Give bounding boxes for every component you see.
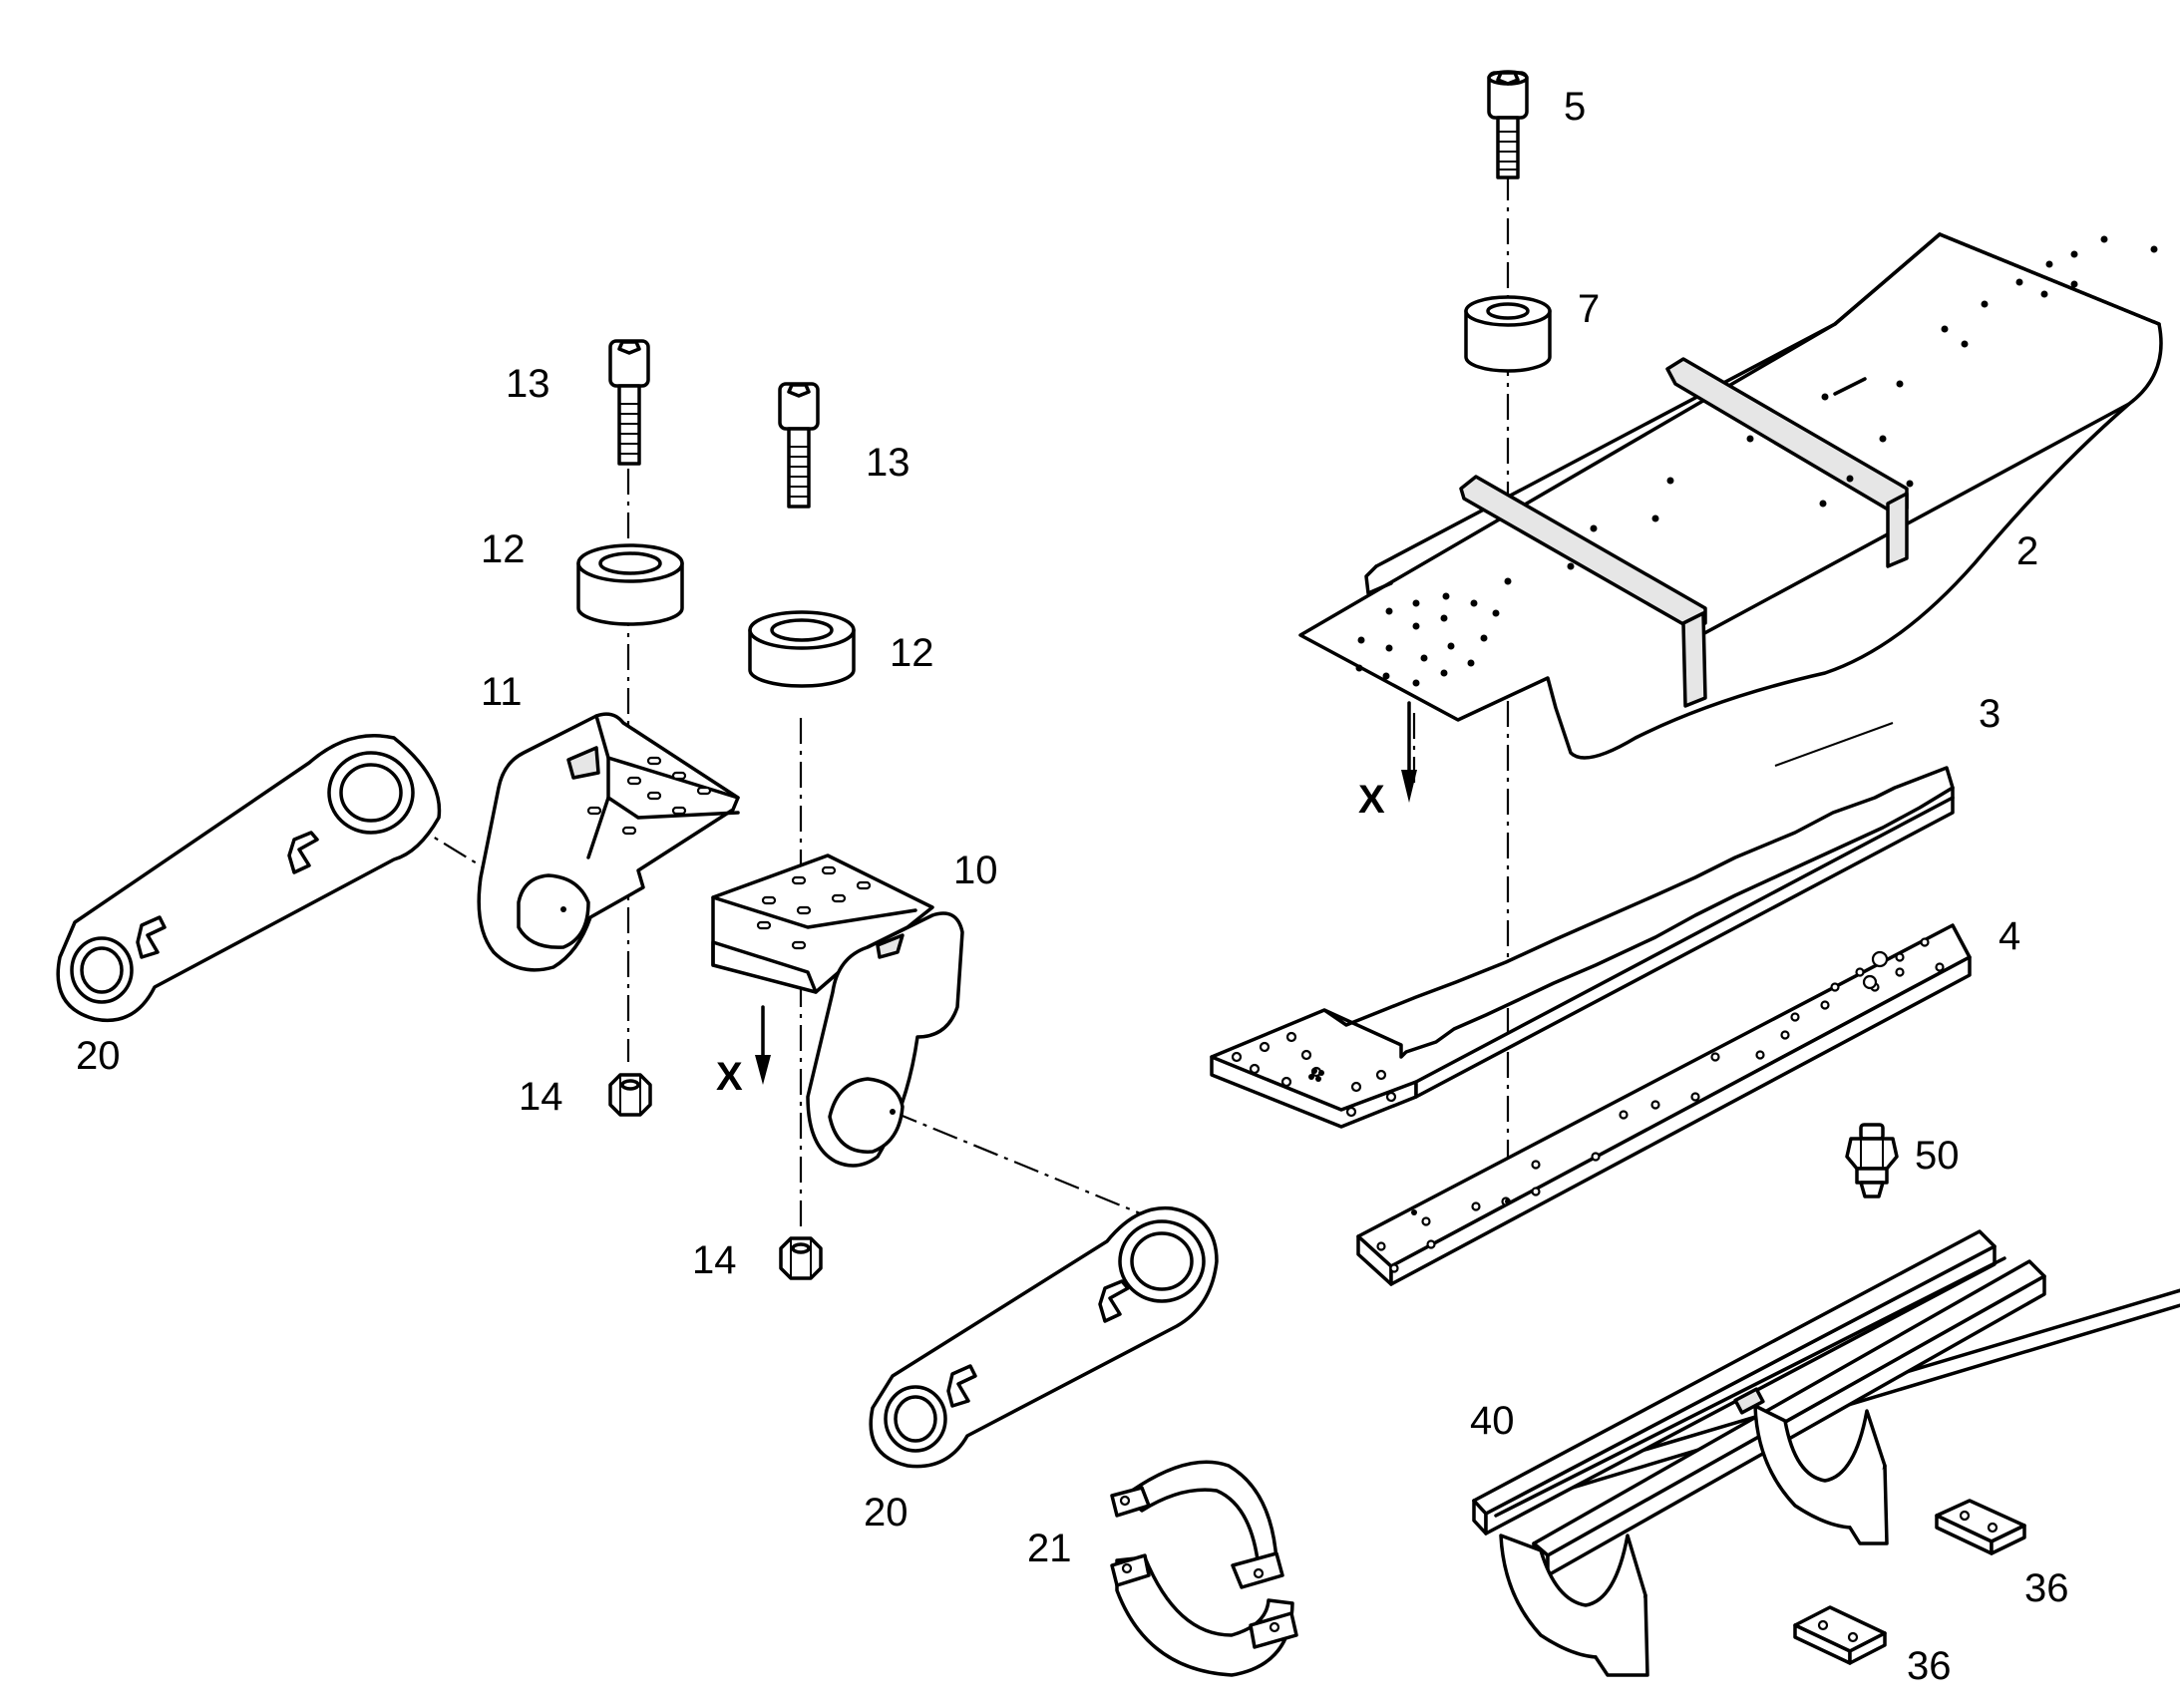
rail-part-3 xyxy=(1210,722,1955,1129)
callout-3: 3 xyxy=(1979,692,2000,736)
arm-part-20-left xyxy=(56,734,442,1022)
direction-mark-x-bracket: X xyxy=(716,1055,743,1099)
nut-part-14-right xyxy=(779,1236,823,1280)
arm-part-20-right xyxy=(869,1205,1219,1469)
plate-part-4 xyxy=(1356,923,1972,1286)
callout-10: 10 xyxy=(953,849,998,892)
callout-5: 5 xyxy=(1564,85,1586,129)
callout-12-right: 12 xyxy=(890,631,934,675)
callout-13-right: 13 xyxy=(866,441,910,485)
bolt-part-13-right xyxy=(778,382,820,509)
clamp-part-21 xyxy=(1110,1460,1298,1677)
callout-2: 2 xyxy=(2016,529,2038,573)
callout-20-left: 20 xyxy=(76,1034,121,1078)
callout-36-lower: 36 xyxy=(1907,1644,1952,1688)
direction-mark-x-frame: X xyxy=(1358,778,1385,822)
callout-40: 40 xyxy=(1470,1399,1515,1443)
spacer-part-7 xyxy=(1464,295,1552,373)
callout-13-left: 13 xyxy=(506,362,550,406)
callout-12-left: 12 xyxy=(481,527,526,571)
bolt-part-5 xyxy=(1487,70,1529,179)
callout-50: 50 xyxy=(1915,1134,1960,1178)
bracket-part-10 xyxy=(711,854,964,1168)
spacer-part-12-right xyxy=(748,610,856,688)
bracket-x-arrow xyxy=(755,1005,771,1085)
block-part-36-lower xyxy=(1793,1605,1887,1665)
callout-20-right: 20 xyxy=(864,1491,908,1535)
bolt-part-13-left xyxy=(608,339,650,466)
callout-4: 4 xyxy=(1998,914,2020,958)
callout-labels: 5 7 2 3 4 50 40 36 36 21 13 13 12 12 11 … xyxy=(76,85,2069,1688)
callout-14-left: 14 xyxy=(519,1075,563,1119)
guide-part-40 xyxy=(1472,1229,2180,1677)
frame-part-2 xyxy=(1298,232,2163,760)
frame-x-arrow xyxy=(1401,701,1417,803)
callout-11: 11 xyxy=(481,670,523,714)
bracket-part-11 xyxy=(477,712,740,972)
center-lines xyxy=(368,174,1510,1231)
callout-7: 7 xyxy=(1578,287,1600,331)
nut-part-14-left xyxy=(608,1073,652,1117)
callout-36-upper: 36 xyxy=(2024,1566,2069,1610)
callout-21: 21 xyxy=(1027,1527,1072,1570)
callout-14-right: 14 xyxy=(692,1238,737,1282)
block-part-36-upper xyxy=(1935,1499,2026,1555)
spacer-part-12-left xyxy=(576,543,684,626)
fitting-part-50 xyxy=(1845,1123,1899,1198)
